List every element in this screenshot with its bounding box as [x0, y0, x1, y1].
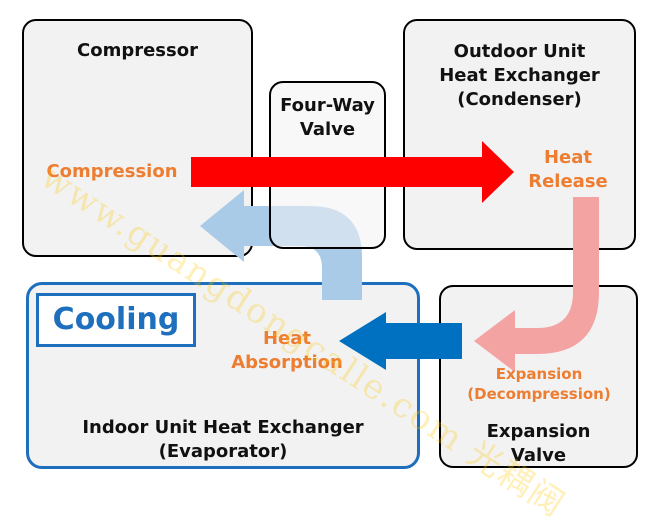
- cooling-mode-label: Cooling: [36, 293, 196, 347]
- cold-refrigerant-arrow: [339, 312, 462, 370]
- heat-release-label-line1: Heat: [543, 147, 593, 168]
- outdoor-unit-title-line2: Heat Exchanger: [439, 65, 600, 86]
- heat-release-label-line2: Release: [528, 171, 608, 192]
- main-flow-arrows: [191, 141, 514, 370]
- expansion-valve-box: Expansion Valve: [439, 285, 638, 468]
- warm-refrigerant-arrow: [474, 197, 599, 372]
- outdoor-unit-title-line3: (Condenser): [457, 89, 582, 110]
- four-way-valve-title-line2: Valve: [299, 119, 356, 140]
- four-way-valve-title-line1: Four-Way: [280, 95, 375, 116]
- expansion-valve-title-line2: Valve: [510, 445, 567, 466]
- expansion-valve-title-line1: Expansion: [486, 421, 591, 442]
- heat-absorption-label-line2: Absorption: [231, 352, 343, 373]
- expansion-label-line2: (Decompression): [467, 385, 611, 403]
- indoor-unit-title-line1: Indoor Unit Heat Exchanger: [82, 417, 364, 438]
- compressor-title: Compressor: [77, 40, 198, 61]
- hot-refrigerant-arrow: [191, 141, 514, 203]
- heat-absorption-label-line1: Heat: [262, 328, 312, 349]
- compressor-box: Compressor: [22, 19, 253, 257]
- compression-label: Compression: [46, 161, 178, 182]
- outdoor-unit-title-line1: Outdoor Unit: [453, 41, 586, 62]
- expansion-label-line1: Expansion: [495, 365, 583, 383]
- indoor-unit-title-line2: (Evaporator): [158, 441, 288, 462]
